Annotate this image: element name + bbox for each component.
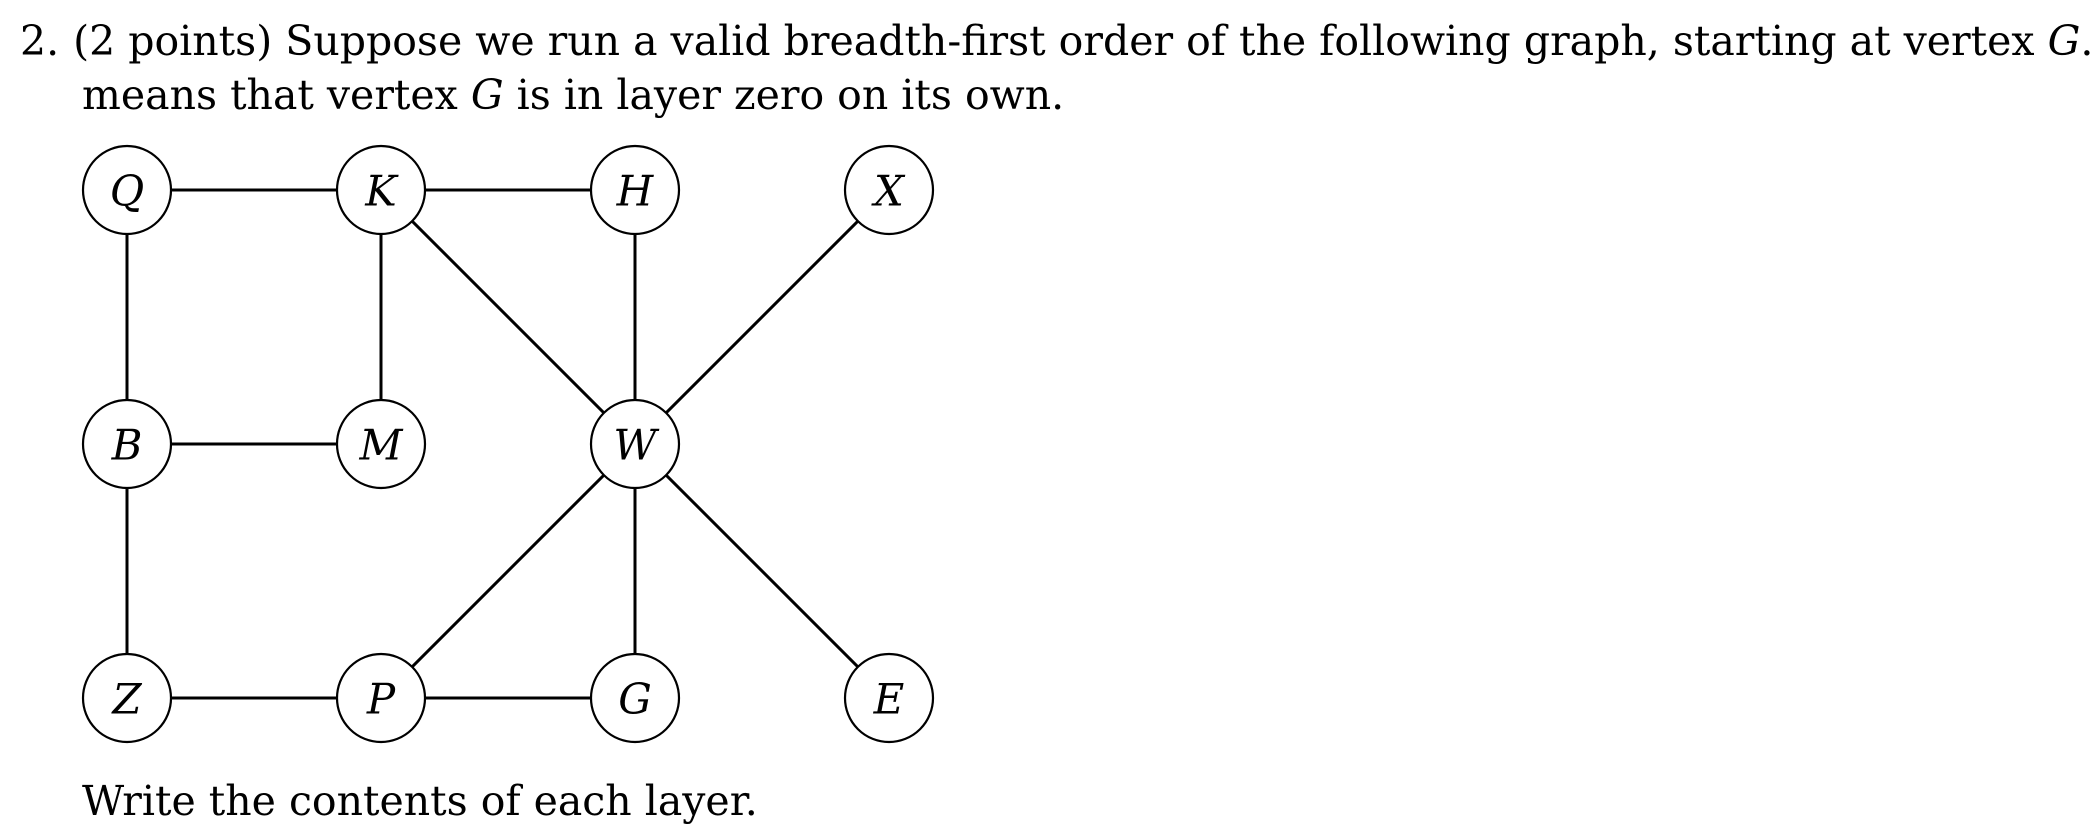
layer-zero-vertex: G xyxy=(470,71,504,119)
node-label: P xyxy=(366,675,396,724)
node-label: M xyxy=(358,421,403,470)
node-label: B xyxy=(111,421,143,470)
node-label: W xyxy=(613,421,660,470)
node-b: B xyxy=(81,398,173,490)
node-circle xyxy=(335,144,427,236)
node-z: Z xyxy=(81,652,173,744)
instruction-text: Write the contents of each layer. xyxy=(82,777,758,825)
edge-w-p xyxy=(379,442,637,700)
edge-w-e xyxy=(633,442,891,700)
question-line-1: 2. (2 points) Suppose we run a valid brea… xyxy=(20,14,2098,68)
node-label: G xyxy=(618,675,652,724)
node-circle xyxy=(81,144,173,236)
node-q: Q xyxy=(81,144,173,236)
graph-nodes: Q K H X B M W Z P G E xyxy=(81,144,935,744)
node-w: W xyxy=(589,398,681,490)
node-label: Z xyxy=(110,675,142,724)
question-text-part: . This xyxy=(2080,17,2098,65)
node-h: H xyxy=(589,144,681,236)
node-circle xyxy=(335,652,427,744)
question-text-part: means that vertex xyxy=(82,71,471,119)
node-label: X xyxy=(871,167,906,216)
node-circle xyxy=(589,144,681,236)
node-circle xyxy=(843,144,935,236)
node-circle xyxy=(335,398,427,490)
question-text-part: (2 points) Suppose we run a valid breadt… xyxy=(73,17,2048,65)
node-x: X xyxy=(843,144,935,236)
node-p: P xyxy=(335,652,427,744)
question-number: 2. xyxy=(20,17,60,65)
node-label: H xyxy=(616,167,655,216)
start-vertex: G xyxy=(2047,17,2081,65)
graph-edges xyxy=(125,188,891,700)
question-text: 2. (2 points) Suppose we run a valid brea… xyxy=(20,14,2098,122)
node-circle xyxy=(81,652,173,744)
node-e: E xyxy=(843,652,935,744)
edge-x-w xyxy=(633,188,891,446)
node-circle xyxy=(843,652,935,744)
node-label: Q xyxy=(110,167,144,216)
question-line-2: means that vertex G is in layer zero on … xyxy=(20,68,2080,122)
node-m: M xyxy=(335,398,427,490)
node-circle xyxy=(589,398,681,490)
node-label: K xyxy=(364,167,399,216)
node-g: G xyxy=(589,652,681,744)
node-label: E xyxy=(873,675,905,724)
node-k: K xyxy=(335,144,427,236)
node-circle xyxy=(81,398,173,490)
question-text-part: is in layer zero on its own. xyxy=(503,71,1065,119)
edge-k-w xyxy=(379,188,637,446)
node-circle xyxy=(589,652,681,744)
